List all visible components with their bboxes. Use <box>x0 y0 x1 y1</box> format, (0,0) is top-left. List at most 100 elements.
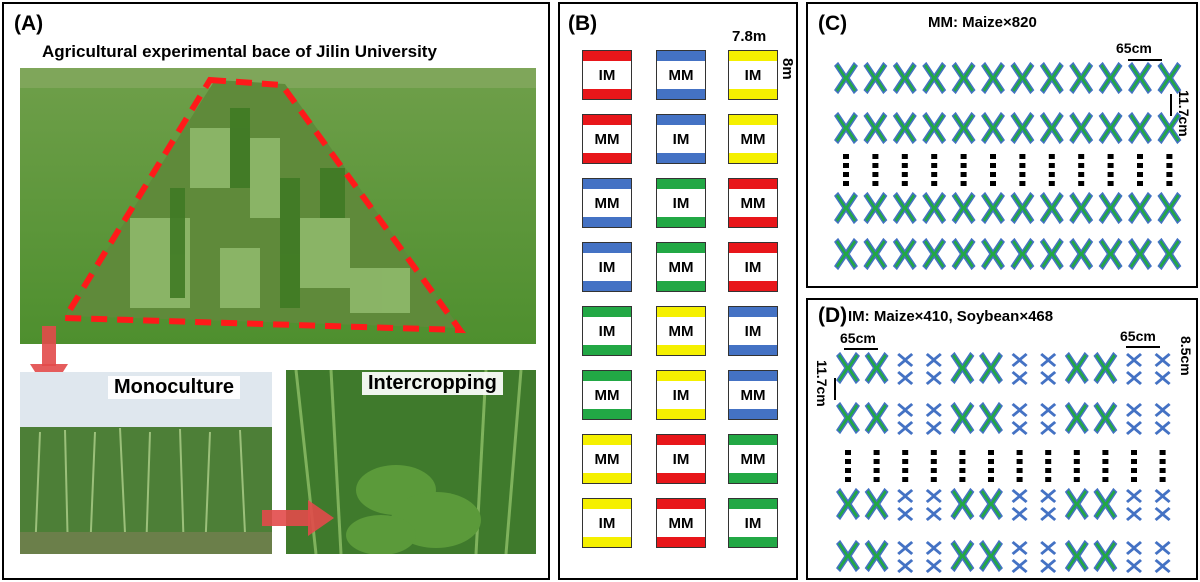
soybean-plant-icon <box>1126 353 1142 367</box>
soybean-plant-icon <box>1011 403 1028 417</box>
plot-label: IM <box>657 189 705 217</box>
maize-plant-icon <box>981 237 1005 271</box>
monoculture-illustration <box>20 372 272 554</box>
maize-plant-icon <box>1157 191 1182 225</box>
panel-d-spacing-left-bar <box>844 348 878 350</box>
continuation-dots <box>959 450 966 482</box>
soybean-plant-icon <box>1011 507 1028 521</box>
plot-mm: MM <box>582 370 632 420</box>
maize-plant-icon <box>1069 237 1094 271</box>
plot-label: IM <box>657 445 705 473</box>
soybean-plant-icon <box>1154 489 1171 503</box>
maize-plant-icon <box>836 487 860 521</box>
maize-plant-icon <box>922 237 947 271</box>
maize-plant-icon <box>979 487 1003 521</box>
panel-c-row-bar <box>1170 94 1172 116</box>
maize-plant-icon <box>1039 61 1064 95</box>
maize-plant-icon <box>864 351 889 385</box>
soybean-plant-icon <box>1040 489 1057 503</box>
plot-im: IM <box>656 434 706 484</box>
maize-plant-icon <box>836 351 860 385</box>
maize-plant-icon <box>951 237 976 271</box>
monoculture-photo: Monoculture <box>20 372 272 554</box>
maize-plant-icon <box>950 539 975 573</box>
soybean-plant-icon <box>1154 559 1171 573</box>
plot-label: MM <box>583 189 631 217</box>
maize-plant-icon <box>1157 111 1182 145</box>
soybean-plant-icon <box>897 559 914 573</box>
soybean-plant-icon <box>897 507 914 521</box>
maize-plant-icon <box>1064 401 1089 435</box>
plot-mm: MM <box>656 306 706 356</box>
maize-plant-icon <box>922 191 947 225</box>
maize-plant-icon <box>951 191 976 225</box>
soybean-plant-icon <box>897 489 914 503</box>
continuation-dots <box>1166 154 1173 186</box>
maize-plant-icon <box>979 351 1003 385</box>
maize-plant-icon <box>1093 351 1118 385</box>
plot-label: MM <box>657 61 705 89</box>
panel-c-title: MM: Maize×820 <box>928 14 1037 31</box>
maize-plant-icon <box>922 111 947 145</box>
maize-plant-icon <box>950 487 975 521</box>
soybean-plant-icon <box>925 421 942 435</box>
intercropping-caption: Intercropping <box>362 372 503 395</box>
continuation-dots <box>1131 450 1137 482</box>
plot-im: IM <box>582 306 632 356</box>
maize-plant-icon <box>1098 111 1123 145</box>
continuation-dots <box>1078 154 1085 186</box>
maize-plant-icon <box>1064 351 1089 385</box>
panel-a-title: Agricultural experimental bace of Jilin … <box>42 42 437 61</box>
maize-plant-icon <box>1128 61 1152 95</box>
maize-plant-icon <box>1069 111 1094 145</box>
maize-plant-icon <box>951 111 976 145</box>
maize-plant-icon <box>1039 111 1064 145</box>
maize-plant-icon <box>950 401 975 435</box>
plot-im: IM <box>656 178 706 228</box>
maize-plant-icon <box>1010 237 1035 271</box>
maize-plant-icon <box>1064 487 1089 521</box>
continuation-dots <box>930 450 937 482</box>
maize-plant-icon <box>1093 539 1118 573</box>
maize-plant-icon <box>951 61 976 95</box>
plot-im: IM <box>728 50 778 100</box>
maize-plant-icon <box>863 111 888 145</box>
soybean-plant-icon <box>1040 421 1057 435</box>
aerial-field-illustration <box>20 68 536 344</box>
plot-label: MM <box>583 381 631 409</box>
plot-label: MM <box>657 317 705 345</box>
plot-width-label: 7.8m <box>732 28 767 45</box>
soybean-plant-icon <box>1126 403 1142 417</box>
plot-label: MM <box>729 445 777 473</box>
maize-plant-icon <box>1093 487 1118 521</box>
maize-plant-icon <box>1128 191 1152 225</box>
soybean-plant-icon <box>1011 559 1028 573</box>
maize-plant-icon <box>981 191 1005 225</box>
maize-plant-icon <box>1128 237 1152 271</box>
plot-mm: MM <box>582 434 632 484</box>
soybean-plant-icon <box>1040 371 1057 385</box>
maize-plant-icon <box>834 111 858 145</box>
maize-plant-icon <box>864 401 889 435</box>
panel-d-spacing-left-label: 65cm <box>840 330 876 346</box>
maize-plant-icon <box>834 191 858 225</box>
maize-plant-icon <box>1010 191 1035 225</box>
soybean-plant-icon <box>1126 559 1142 573</box>
soybean-plant-icon <box>897 371 914 385</box>
plot-label: IM <box>583 253 631 281</box>
soybean-plant-icon <box>1126 541 1142 555</box>
panel-d: (D) IM: Maize×410, Soybean×468 65cm 65cm… <box>806 298 1198 580</box>
soybean-plant-icon <box>1154 507 1171 521</box>
soybean-plant-icon <box>897 541 914 555</box>
continuation-dots <box>1016 450 1023 482</box>
maize-plant-icon <box>864 487 889 521</box>
plot-im: IM <box>582 242 632 292</box>
plot-label: MM <box>583 125 631 153</box>
soybean-plant-icon <box>925 541 942 555</box>
maize-plant-icon <box>863 191 888 225</box>
maize-plant-icon <box>892 191 917 225</box>
soybean-plant-icon <box>925 353 942 367</box>
panel-a: (A) Agricultural experimental bace of Ji… <box>2 2 550 580</box>
intercropping-illustration <box>286 370 536 554</box>
soybean-plant-icon <box>1154 353 1171 367</box>
